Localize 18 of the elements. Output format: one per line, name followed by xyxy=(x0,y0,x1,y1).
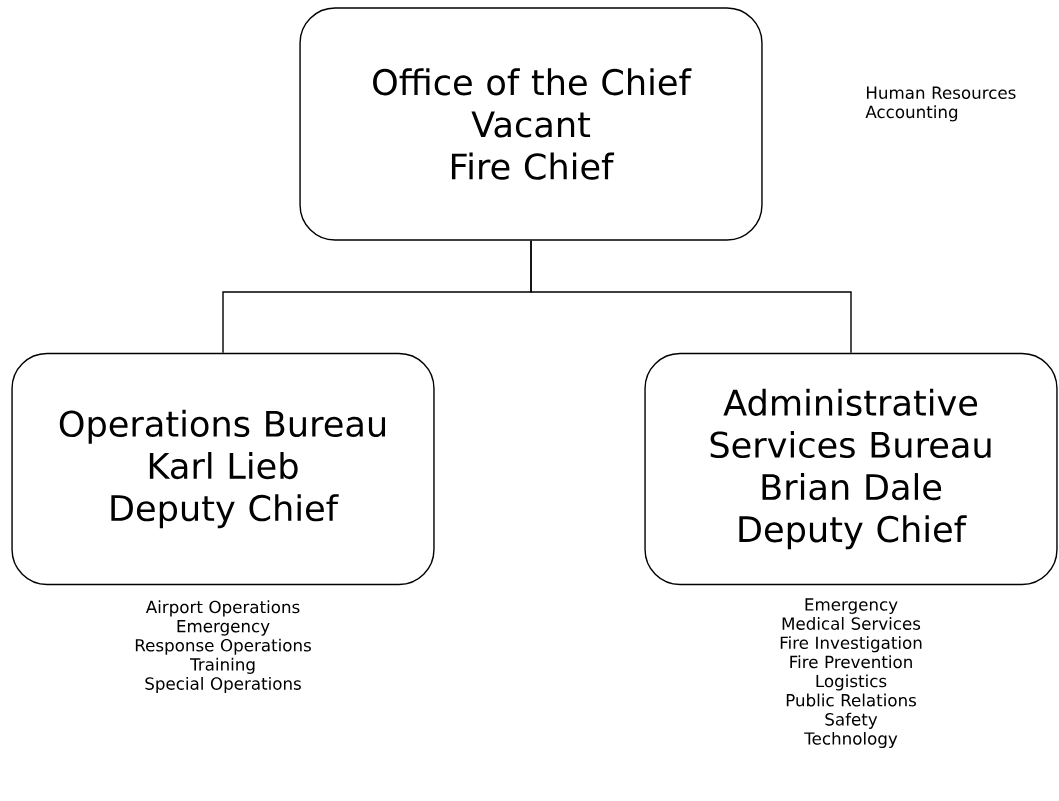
node-label: Emergency Response Operations xyxy=(135,620,311,655)
org-box: Operations Bureau Karl Lieb Deputy Chief xyxy=(11,352,435,586)
node-label: Fire Investigation xyxy=(780,636,922,653)
node-label: Logistics xyxy=(816,674,887,691)
node-label: Public Relations xyxy=(786,693,917,707)
org-box: Administrative Services Bureau Brian Dale Deputy Chief xyxy=(644,352,1058,586)
node-label: Special Operations xyxy=(145,676,301,694)
node-label: Fire Prevention xyxy=(790,655,912,669)
node-label: Safety xyxy=(825,712,878,729)
connector-line xyxy=(530,239,852,354)
node-label: Training xyxy=(190,657,255,674)
node-label: Technology xyxy=(804,731,898,749)
department-list: Emergency Medical Services Fire Investigation Fire Prevention Logistics Public Relations Safety Technology xyxy=(780,598,922,749)
node-label: Emergency Medical Services xyxy=(782,598,921,630)
department-list: Airport Operations Emergency Response Operations Training Special Operations xyxy=(135,600,311,694)
department-list: Human Resources Accounting xyxy=(865,86,1016,122)
node-label: Airport Operations xyxy=(145,600,300,617)
org-box: Office of the Chief Vacant Fire Chief xyxy=(299,7,763,241)
